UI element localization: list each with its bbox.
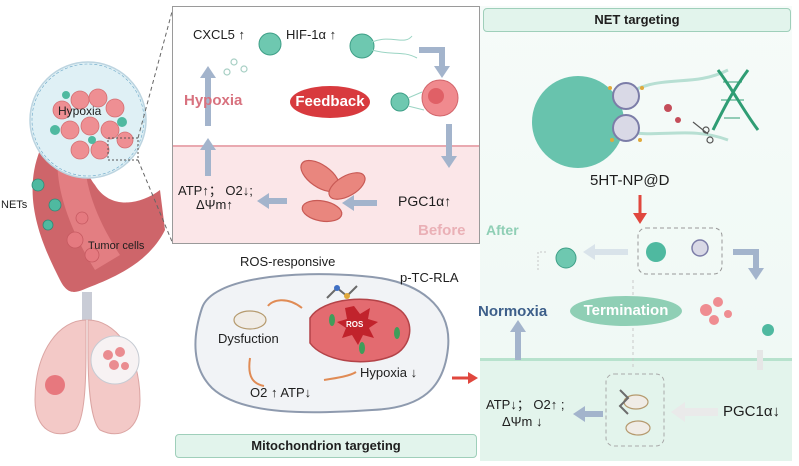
before-atp-o2-label: ATP↑； O2↓;	[178, 183, 253, 198]
after-label: After	[486, 222, 519, 238]
after-dpsi-label: ΔΨm ↓	[502, 414, 543, 429]
before-pgc-label: PGC1α↑	[398, 193, 452, 209]
mito-graphics	[194, 273, 478, 414]
net-neutrophil	[532, 76, 624, 168]
nets-label: NETs	[1, 199, 28, 211]
neutrophil-3	[390, 92, 410, 112]
ptc-label: p-TC-RLA	[400, 270, 459, 285]
nanoparticles	[612, 82, 640, 142]
left-illustration	[29, 7, 174, 435]
mitochondrion-targeting-title: Mitochondrion targeting	[175, 434, 477, 458]
net-targeting-title: NET targeting	[483, 8, 791, 32]
termination-box	[637, 227, 723, 275]
after-pgc-label: PGC1α↓	[723, 403, 781, 420]
before-label: Before	[418, 222, 466, 239]
ros-text: ROS	[346, 320, 364, 329]
cxcl5-label: CXCL5 ↑	[193, 27, 246, 42]
ros-star	[337, 306, 378, 345]
normoxia-label: Normoxia	[478, 303, 548, 320]
before-dpsi-label: ΔΨm↑	[196, 197, 233, 212]
termination-badge: Termination	[570, 296, 682, 326]
arrow-top-right	[419, 47, 445, 68]
mitochondria-before	[300, 159, 366, 223]
ros-responsive-label: ROS-responsive	[240, 254, 336, 269]
dysfunction-label: Dysfuction	[218, 331, 279, 346]
neutrophil-1	[258, 32, 282, 56]
feedback-badge: Feedback	[290, 86, 370, 118]
hypoxia-down-label: Hypoxia ↓	[360, 365, 418, 380]
before-graphics	[200, 32, 459, 223]
o2-atp-label: O2 ↑ ATP↓	[250, 385, 312, 400]
before-pink-band	[173, 145, 479, 243]
tumor-cells-label: Tumor cells	[88, 240, 145, 252]
hif-label: HIF-1α ↑	[286, 27, 337, 42]
left-hypoxia-label: Hypoxia	[58, 104, 102, 118]
after-neutrophil	[555, 247, 577, 269]
mito-box-after	[605, 373, 665, 447]
before-hypoxia-label: Hypoxia	[184, 92, 243, 109]
nanoparticle-label: 5HT-NP@D	[590, 172, 670, 189]
neutrophil-2	[349, 33, 375, 59]
after-atp-line: ATP↓； O2↑ ;	[486, 397, 565, 412]
dysfunction-mito	[233, 310, 267, 330]
net-graphics	[510, 68, 774, 447]
